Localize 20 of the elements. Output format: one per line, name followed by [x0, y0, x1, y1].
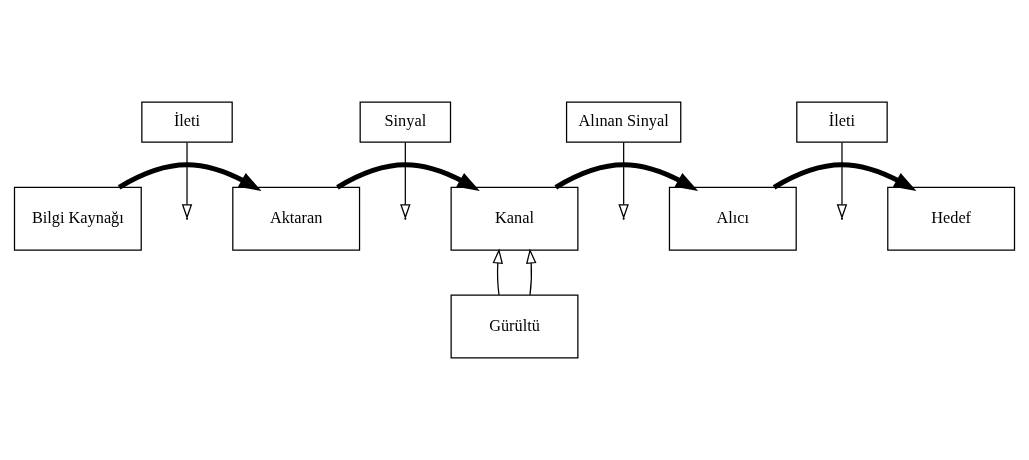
node-box: Alınan Sinyal — [565, 101, 682, 143]
node-box: İleti — [796, 101, 888, 143]
node-box: Gürültü — [450, 294, 579, 359]
arrow — [836, 141, 848, 220]
node-box: Hedef — [887, 186, 1016, 251]
node-box: Bilgi Kaynağı — [13, 186, 142, 251]
node-box: Aktaran — [232, 186, 361, 251]
arrow — [618, 141, 629, 220]
node-box: İleti — [141, 101, 233, 143]
arrow — [336, 162, 480, 192]
arrow — [772, 162, 917, 192]
arrow — [492, 248, 504, 296]
arrow — [554, 162, 699, 192]
node-box: Alıcı — [668, 186, 797, 251]
arrow — [117, 162, 262, 192]
arrow — [400, 141, 411, 220]
node-box: Sinyal — [359, 101, 452, 143]
node-box: Kanal — [450, 186, 579, 251]
arrow — [181, 141, 193, 220]
arrow — [525, 248, 537, 296]
